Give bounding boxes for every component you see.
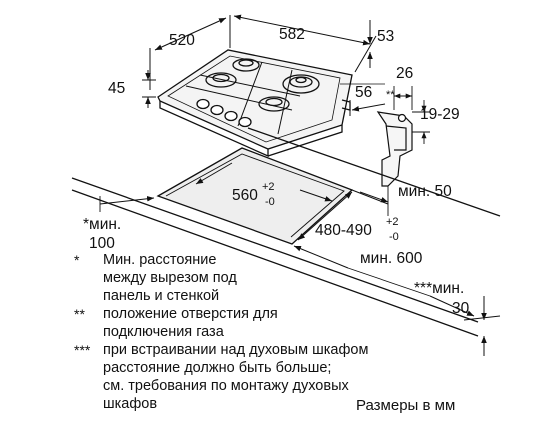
note-1-line-1: Мин. расстояние bbox=[103, 252, 217, 268]
dimension-56: 56 bbox=[355, 84, 372, 101]
note-3-line-2: расстояние должно быть больше; bbox=[103, 360, 332, 376]
note-3-marker: *** bbox=[74, 342, 91, 358]
note-1-line-3: панель и стенкой bbox=[103, 288, 220, 304]
dimension-560: 560 bbox=[232, 187, 258, 204]
cutout-dimension-lines bbox=[99, 162, 501, 356]
dimension-19-29: 19-29 bbox=[420, 106, 460, 123]
dimension-480-490-tol-upper: +2 bbox=[386, 216, 399, 228]
top-dimension-lines bbox=[142, 14, 386, 116]
dimension-480-490: 480-490 bbox=[315, 222, 372, 239]
dimension-53: 53 bbox=[377, 28, 394, 45]
dimension-min-50: мин. 50 bbox=[398, 183, 452, 200]
note-1-line-2: между вырезом под bbox=[103, 270, 237, 286]
note-3-line-1: при встраивании над духовым шкафом bbox=[103, 342, 369, 358]
note-2-line-1: положение отверстия для bbox=[103, 306, 278, 322]
dimension-min-100-line1: *мин. bbox=[83, 216, 121, 233]
note-1-marker: * bbox=[74, 252, 80, 268]
dimension-560-tol-upper: +2 bbox=[262, 181, 275, 193]
note-3-line-3: см. требования по монтажу духовых bbox=[103, 378, 349, 394]
note-2-line-2: подключения газа bbox=[103, 324, 224, 340]
dimension-560-tol-lower: -0 bbox=[265, 196, 275, 208]
dimension-min-30-line2: 30 bbox=[452, 300, 470, 317]
gas-connection-detail bbox=[376, 86, 430, 187]
units-caption: Размеры в мм bbox=[356, 397, 456, 414]
dimension-582: 582 bbox=[279, 26, 305, 43]
dimension-min-600: мин. 600 bbox=[360, 250, 423, 267]
dimension-min-30-line1: ***мин. bbox=[414, 280, 464, 297]
gas-hole-marker: ** bbox=[386, 89, 395, 101]
dimension-min-100-line2: 100 bbox=[89, 235, 115, 252]
dimension-26: 26 bbox=[396, 65, 413, 82]
hob-drawing bbox=[157, 49, 353, 158]
dimension-520: 520 bbox=[169, 32, 195, 49]
dimension-45: 45 bbox=[108, 80, 125, 97]
dimension-480-490-tol-lower: -0 bbox=[389, 231, 399, 243]
note-2-marker: ** bbox=[74, 306, 85, 322]
note-3-line-4: шкафов bbox=[103, 396, 158, 412]
